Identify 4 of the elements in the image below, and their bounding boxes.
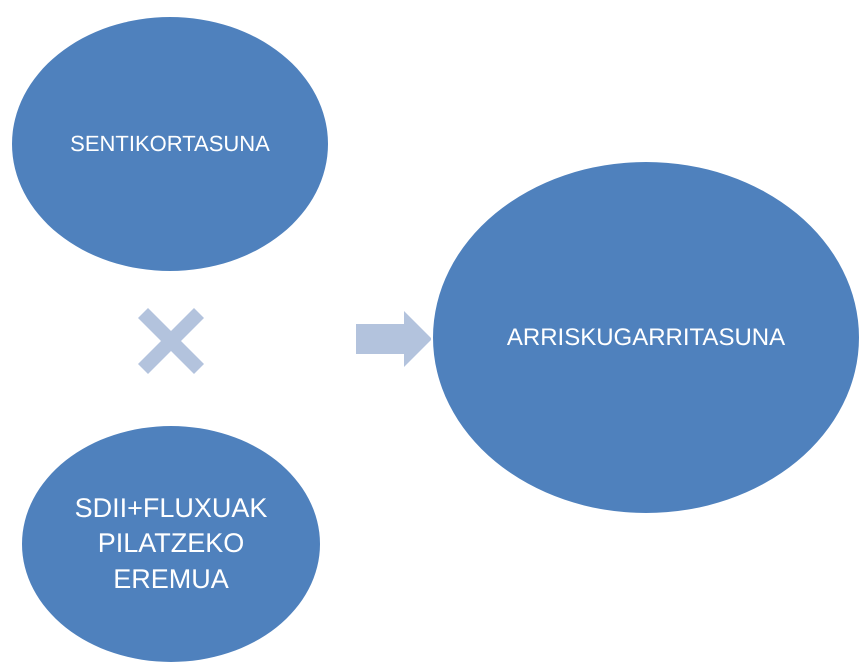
node-label: SDII+FLUXUAK PILATZEKO EREMUA bbox=[74, 492, 268, 596]
block-arrow bbox=[356, 311, 432, 367]
node-label: SENTIKORTASUNA bbox=[70, 130, 270, 158]
node-label: ARRISKUGARRITASUNA bbox=[506, 322, 786, 353]
